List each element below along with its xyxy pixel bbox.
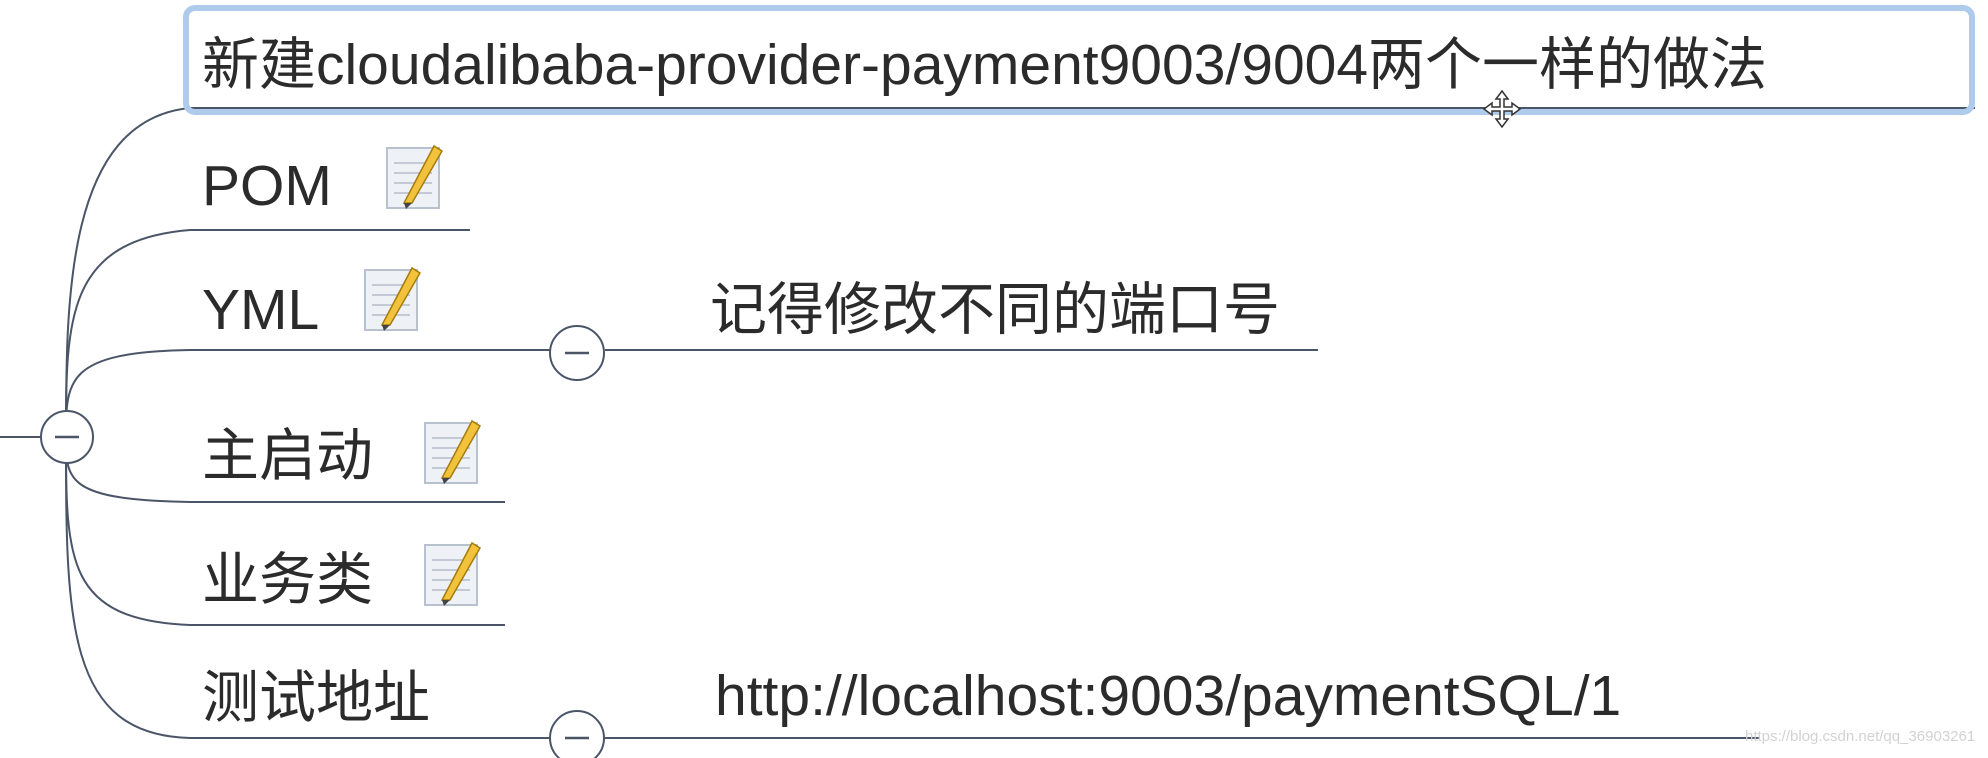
note-icon[interactable]: [422, 418, 484, 488]
branch-business-class[interactable]: 业务类: [202, 548, 373, 612]
branch-main-start[interactable]: 主启动: [202, 424, 373, 488]
note-icon[interactable]: [384, 143, 446, 213]
move-cursor-icon: [1482, 89, 1522, 129]
root-topic[interactable]: 新建cloudalibaba-provider-payment9003/9004…: [202, 33, 1768, 97]
test-url[interactable]: http://localhost:9003/paymentSQL/1: [715, 664, 1622, 728]
note-icon[interactable]: [422, 540, 484, 610]
branch-pom[interactable]: POM: [202, 154, 332, 218]
note-icon[interactable]: [362, 265, 424, 335]
branch-test-address[interactable]: 测试地址: [202, 666, 430, 730]
yml-child-note[interactable]: 记得修改不同的端口号: [710, 278, 1280, 342]
branch-yml[interactable]: YML: [202, 278, 320, 342]
watermark: https://blog.csdn.net/qq_36903261: [1745, 728, 1976, 745]
selected-topic-outline[interactable]: [183, 5, 1975, 115]
